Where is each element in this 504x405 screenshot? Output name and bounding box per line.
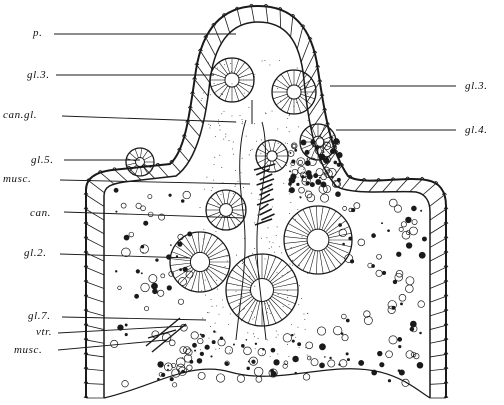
label-gl3-left: gl.3. <box>27 70 50 81</box>
label-vtr: vtr. <box>36 327 52 338</box>
gland-mid <box>206 190 246 230</box>
leader-line-6 <box>64 212 244 218</box>
label-gl7: gl.7. <box>28 311 51 322</box>
leader-line-10 <box>58 340 166 350</box>
gland-gl2-right <box>284 206 352 274</box>
label-gl4: gl.4. <box>465 125 488 136</box>
label-can-gl: can.gl. <box>3 110 37 121</box>
gland-gl3-left <box>210 58 254 102</box>
leader-line-8 <box>62 317 206 320</box>
label-p: p. <box>33 28 42 39</box>
label-gl3-right: gl.3. <box>465 81 488 92</box>
gland-upper-mid <box>256 140 288 172</box>
gland-gl5 <box>126 148 154 176</box>
leader-line-3 <box>62 116 236 122</box>
gland-gl3-right <box>272 70 316 114</box>
label-gl2: gl.2. <box>24 248 47 259</box>
label-gl5: gl.5. <box>31 155 54 166</box>
label-musc-top: musc. <box>3 174 31 185</box>
muscle-strands <box>146 164 275 352</box>
gland-gl2-center <box>226 254 298 326</box>
label-musc-bottom: musc. <box>14 345 42 356</box>
base-edge <box>104 369 430 398</box>
label-can: can. <box>30 208 51 219</box>
